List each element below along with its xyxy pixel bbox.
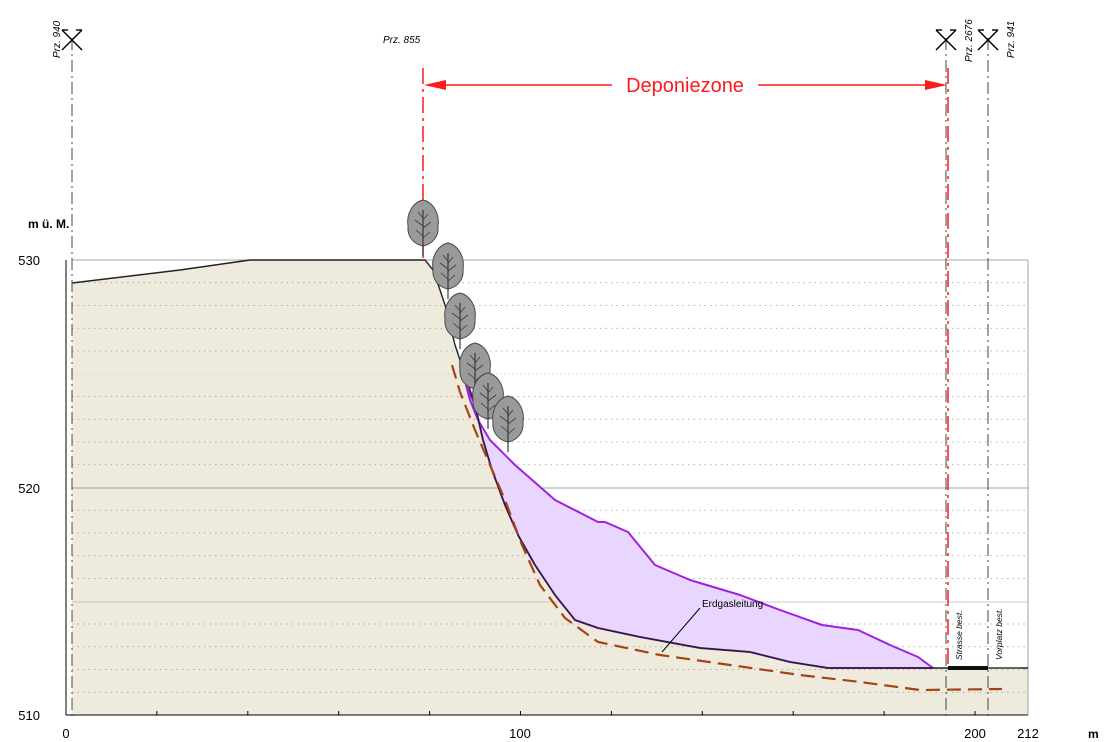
parcel-2676-label: Prz. 2676 [964, 19, 975, 62]
zone-arrow-right [925, 80, 947, 90]
x-tick-100: 100 [509, 726, 531, 741]
pipeline-label: Erdgasleitung [702, 599, 763, 610]
excavation-line [450, 364, 1003, 692]
x-minor-ticks [65, 711, 976, 715]
parcel-855-label: Prz. 855 [383, 35, 421, 46]
parcel-941-label: Prz. 941 [1006, 21, 1017, 58]
tree-icon [432, 242, 464, 299]
zone-label: Deponiezone [626, 75, 744, 97]
y-tick-530: 530 [18, 253, 40, 268]
parcel-markers [61, 29, 999, 51]
forecourt-label: Vorplatz best. [994, 608, 1004, 660]
tree-icon [492, 395, 524, 452]
parcel-940-label: Prz. 940 [52, 20, 63, 58]
parcel-941-marker-icon [977, 29, 999, 51]
parcel-940-marker-icon [61, 29, 83, 51]
grid [72, 259, 1028, 603]
tree-icon [444, 292, 476, 349]
existing-terrain-fill [72, 260, 1028, 715]
x-tick-212: 212 [1017, 726, 1039, 741]
x-tick-0: 0 [62, 726, 69, 741]
trees [407, 199, 524, 452]
y-tick-510: 510 [18, 708, 40, 723]
parcel-2676-marker-icon [935, 29, 957, 51]
tree-icon [407, 199, 439, 256]
road-surface [948, 666, 988, 670]
y-tick-520: 520 [18, 481, 40, 496]
zone-arrow-left [424, 80, 446, 90]
x-axis-unit: m [1088, 727, 1099, 741]
road-label: Strasse best. [954, 610, 964, 660]
x-tick-200: 200 [964, 726, 986, 741]
pipeline-leader [661, 607, 701, 653]
y-axis-unit: m ü. M. [28, 217, 69, 231]
parcel-boundaries [71, 38, 989, 718]
